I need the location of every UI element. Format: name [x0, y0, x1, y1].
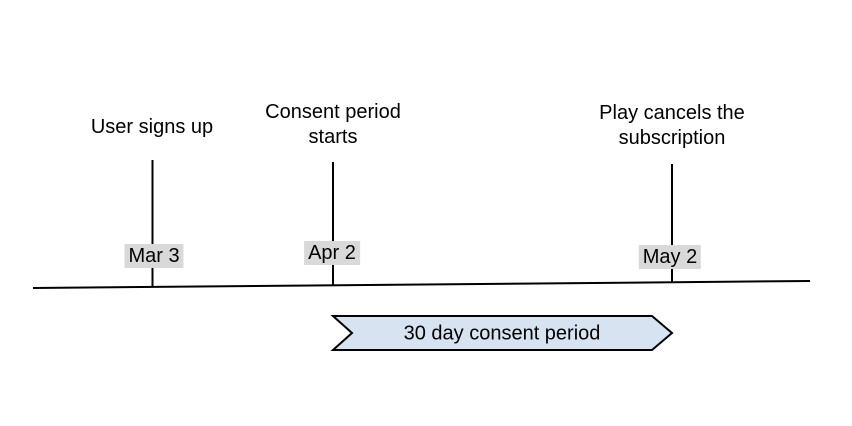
date-chip-mar3: Mar 3 [124, 244, 184, 268]
consent-period-arrow [330, 315, 674, 351]
event-label-play-cancels-subscription: Play cancels the subscription [599, 102, 745, 149]
consent-period-banner-label: 30 day consent period [403, 322, 601, 345]
date-chip-apr2: Apr 2 [304, 241, 360, 265]
timeline-axis-line [32, 280, 811, 289]
event-label-user-signs-up: User signs up [90, 116, 214, 138]
event-label-consent-period-starts: Consent period starts [265, 101, 401, 148]
date-chip-may2: May 2 [638, 245, 702, 269]
